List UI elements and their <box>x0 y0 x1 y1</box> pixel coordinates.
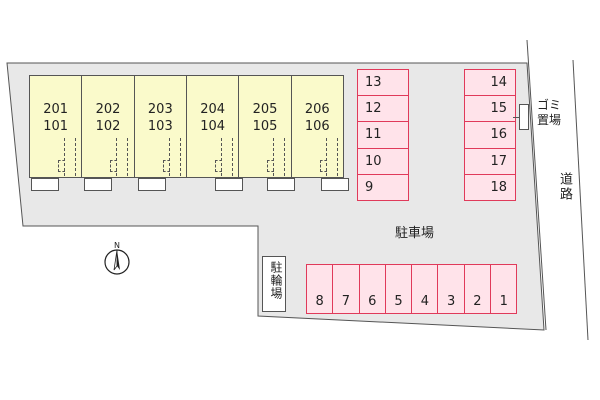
parking-slot: 9 <box>357 173 409 201</box>
apartment-building: 201 101 202 102 203 103 204 104 205 105 … <box>29 75 349 178</box>
unit-upper-number: 201 <box>43 102 69 117</box>
unit-step <box>267 178 295 191</box>
unit-lower-number: 103 <box>147 119 173 134</box>
parking-slot: 16 <box>464 121 516 149</box>
entrance-icon <box>319 138 338 176</box>
bicycle-parking-label: 駐輪場 <box>269 261 283 300</box>
unit-205-105: 205 105 <box>238 75 292 178</box>
road-label: 道路 <box>555 172 574 206</box>
entrance-icon <box>110 138 129 176</box>
parking-slot: 11 <box>357 121 409 149</box>
parking-row-bottom: 8 7 6 5 4 3 2 1 <box>306 264 518 314</box>
north-compass-icon: N <box>101 240 133 276</box>
garbage-area-label: ゴミ 置場 <box>537 98 561 128</box>
parking-slot: 13 <box>357 69 409 97</box>
unit-201-101: 201 101 <box>29 75 83 178</box>
unit-step <box>215 178 243 191</box>
entrance-icon <box>58 138 76 176</box>
parking-slot: 1 <box>490 264 518 314</box>
unit-lower-number: 104 <box>200 119 226 134</box>
unit-step <box>31 178 59 191</box>
parking-column-left: 13 12 11 10 9 <box>357 69 409 201</box>
unit-step <box>84 178 112 191</box>
parking-slot: 17 <box>464 147 516 175</box>
entrance-icon <box>267 138 286 176</box>
unit-lower-number: 105 <box>252 119 278 134</box>
parking-slot: 4 <box>411 264 439 314</box>
garbage-bin-icon <box>519 104 529 130</box>
unit-upper-number: 204 <box>200 102 226 117</box>
parking-slot: 14 <box>464 69 516 97</box>
parking-column-right: 14 15 16 17 18 <box>464 69 516 201</box>
unit-lower-number: 101 <box>43 119 69 134</box>
unit-step <box>138 178 166 191</box>
unit-upper-number: 203 <box>147 102 173 117</box>
compass-north-label: N <box>114 241 120 250</box>
parking-slot: 18 <box>464 173 516 201</box>
parking-slot: 10 <box>357 147 409 175</box>
unit-upper-number: 202 <box>95 102 121 117</box>
unit-206-106: 206 106 <box>290 75 344 178</box>
entrance-icon <box>214 138 233 176</box>
unit-step <box>321 178 349 191</box>
bicycle-parking: 駐輪場 <box>262 256 286 312</box>
parking-slot: 2 <box>463 264 492 314</box>
parking-slot: 6 <box>358 264 386 314</box>
garbage-label-line2: 置場 <box>537 113 562 127</box>
unit-lower-number: 102 <box>95 119 121 134</box>
garbage-label-line1: ゴミ <box>537 98 562 112</box>
parking-slot: 8 <box>306 264 334 314</box>
parking-slot: 3 <box>437 264 465 314</box>
unit-lower-number: 106 <box>304 119 330 134</box>
road-label-text: 道路 <box>557 172 572 202</box>
parking-slot: 15 <box>464 95 516 123</box>
unit-204-104: 204 104 <box>185 75 240 178</box>
unit-upper-number: 205 <box>252 102 278 117</box>
parking-label: 駐車場 <box>395 226 435 241</box>
parking-slot: 5 <box>384 264 413 314</box>
unit-202-102: 202 102 <box>81 75 135 178</box>
unit-upper-number: 206 <box>304 102 330 117</box>
parking-slot: 12 <box>357 95 409 123</box>
entrance-icon <box>162 138 181 176</box>
parking-slot: 7 <box>332 264 360 314</box>
garbage-connector <box>513 117 519 118</box>
unit-203-103: 203 103 <box>133 75 187 178</box>
